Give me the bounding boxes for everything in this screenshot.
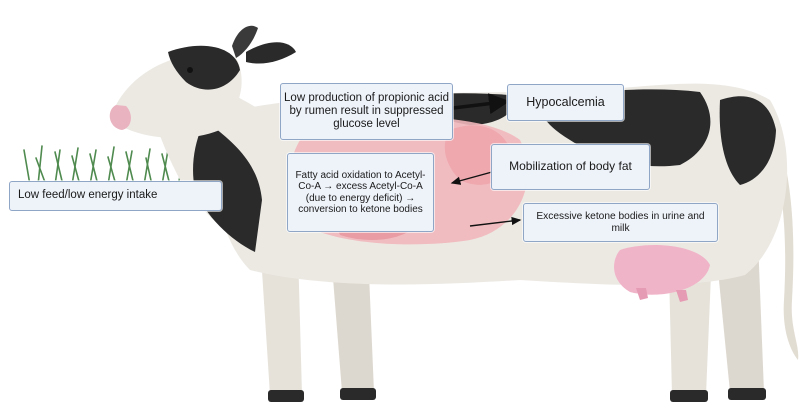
label-fat-mobilization: Mobilization of body fat [491,144,650,190]
label-ketone-bodies: Excessive ketone bodies in urine and mil… [523,203,718,242]
label-fatty-acid-oxidation: Fatty acid oxidation to Acetyl-Co-A → ex… [287,153,434,232]
label-feed-intake: Low feed/low energy intake [9,181,222,211]
label-propionic-acid: Low production of propionic acid by rume… [280,83,453,140]
label-hypocalcemia: Hypocalcemia [507,84,624,121]
